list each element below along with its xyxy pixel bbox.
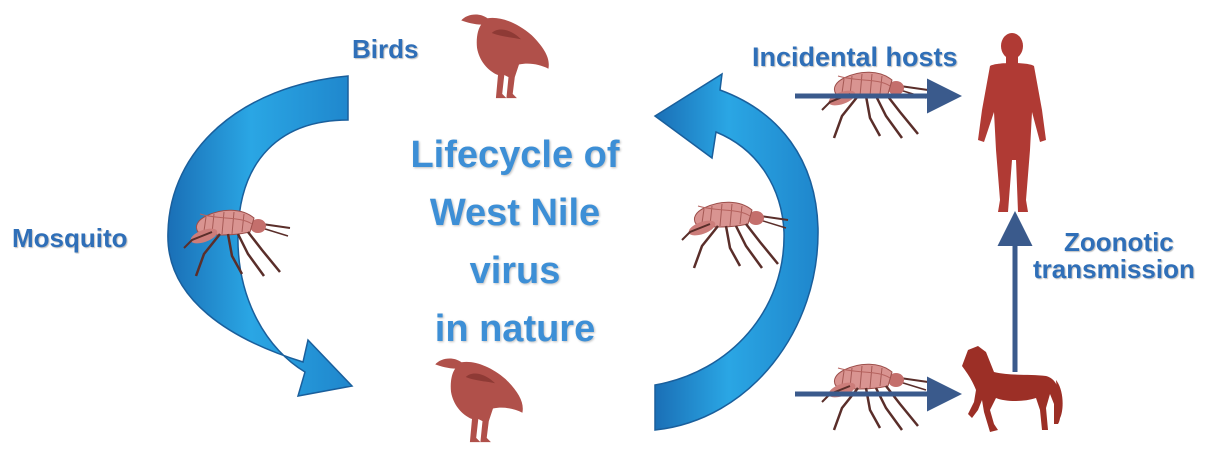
zoonotic-label-line2: transmission — [1033, 256, 1195, 282]
diagram-title: Lifecycle of West Nile virus in nature — [385, 126, 645, 358]
bird-icon — [435, 358, 523, 442]
incidental-hosts-label: Incidental hosts — [752, 42, 958, 73]
title-line-2: West Nile — [385, 184, 645, 242]
title-line-4: in nature — [385, 300, 645, 358]
cycle-arrow-right — [655, 74, 818, 430]
horse-icon — [962, 346, 1063, 432]
birds-label: Birds — [352, 34, 418, 65]
mosquito-icon — [822, 72, 928, 138]
mosquito-icon — [822, 364, 928, 430]
title-line-3: virus — [385, 242, 645, 300]
bird-icon — [461, 14, 549, 98]
zoonotic-label-line1: Zoonotic — [1064, 229, 1174, 255]
mosquito-label: Mosquito — [12, 223, 128, 254]
title-line-1: Lifecycle of — [385, 126, 645, 184]
mosquito-icon — [682, 202, 788, 268]
human-icon — [978, 33, 1046, 212]
